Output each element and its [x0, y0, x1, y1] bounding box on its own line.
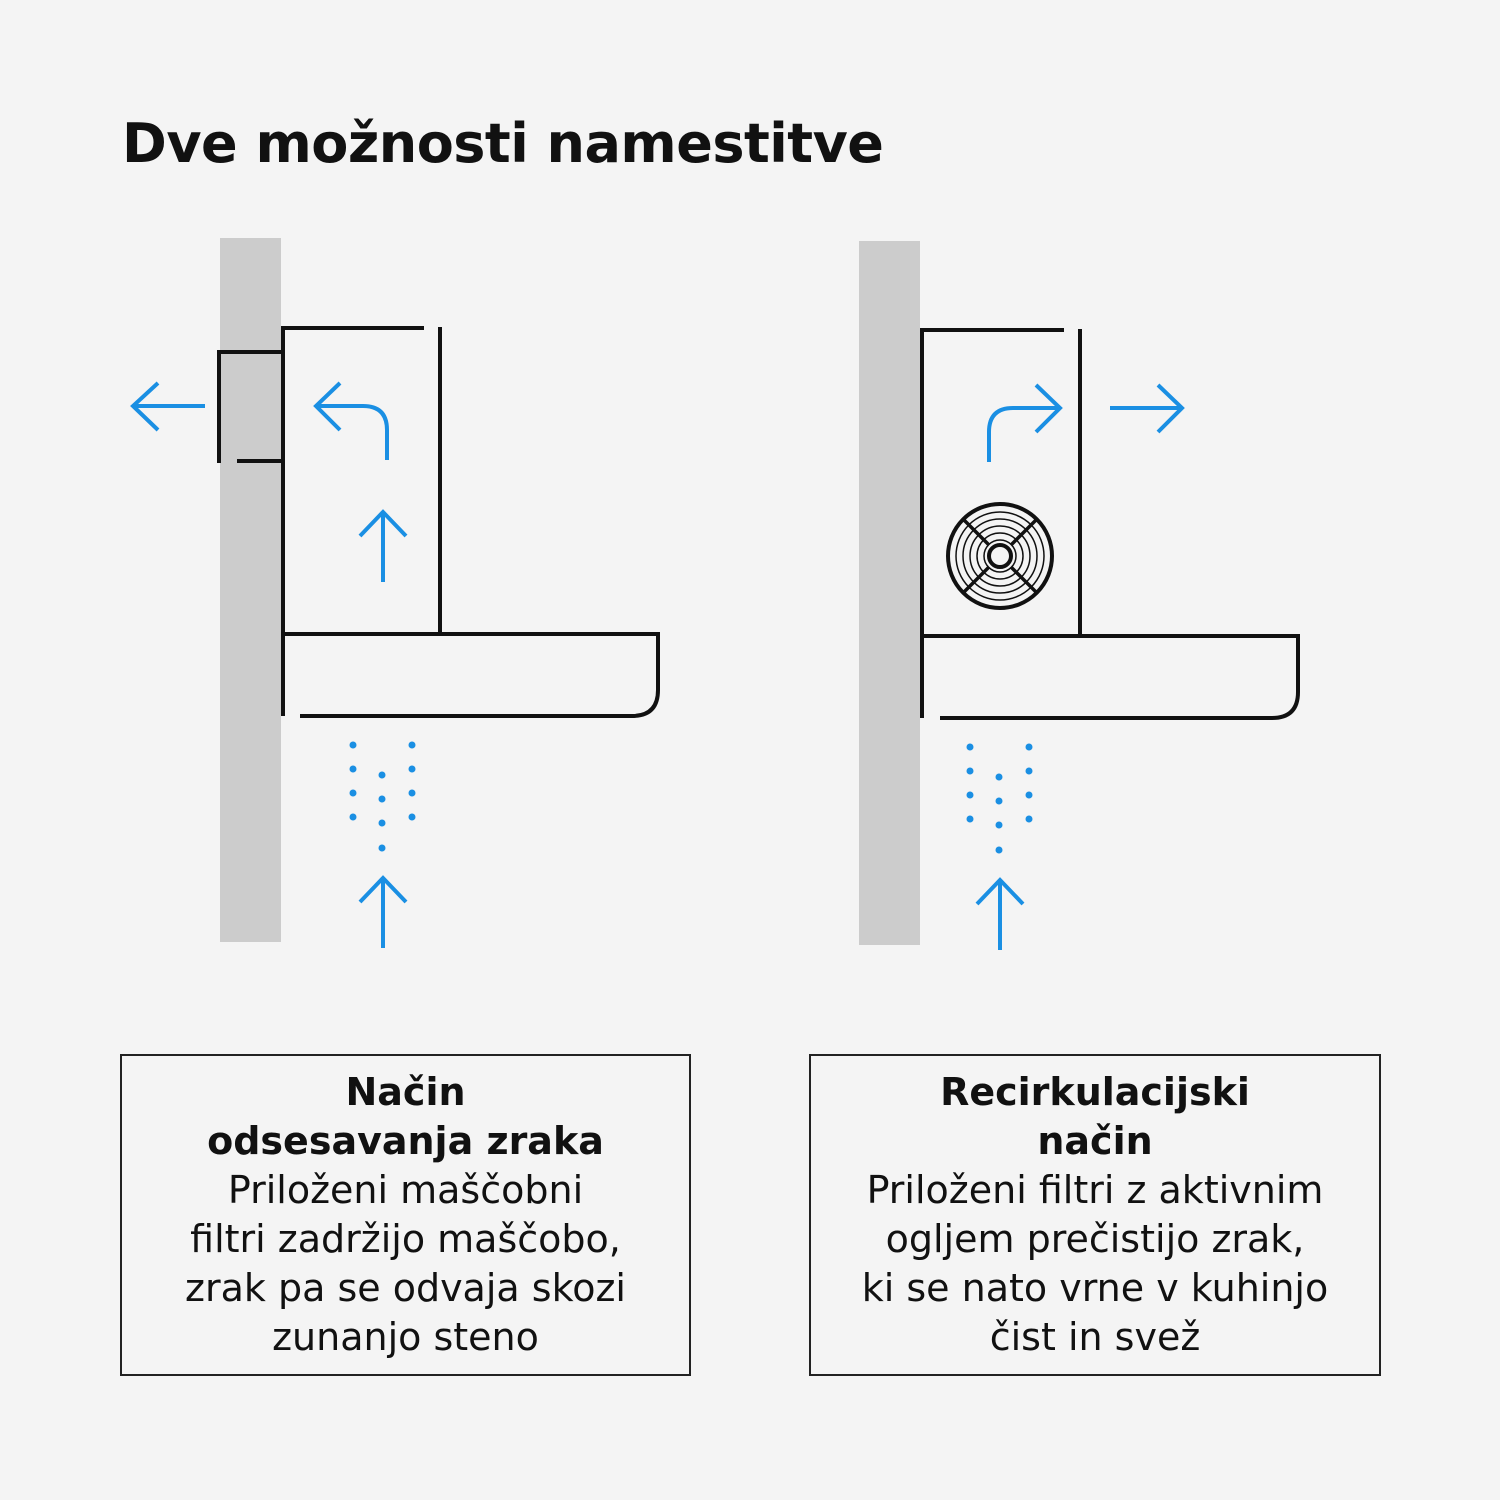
arrow-up-icon: [358, 875, 408, 948]
option-heading: Recirkulacijski: [940, 1070, 1250, 1114]
installation-diagram: [130, 238, 1300, 950]
wall-left: [220, 238, 281, 942]
option-heading: Način: [345, 1070, 466, 1114]
option-description: filtri zadržijo maščobo,: [190, 1217, 621, 1261]
option-description: čist in svež: [989, 1315, 1201, 1359]
option-description: ogljem prečistijo zrak,: [885, 1217, 1305, 1261]
airflow-dots-left: [349, 741, 416, 852]
recirculation-hood-diagram: [859, 241, 1300, 950]
arrow-up-icon: [975, 877, 1025, 950]
option-heading: način: [1037, 1119, 1153, 1163]
arrow-turn-right-icon: [987, 383, 1063, 462]
arrow-left-icon: [130, 381, 205, 432]
chimney-right: [920, 328, 1064, 718]
option-description: Priloženi filtri z aktivnim: [866, 1168, 1324, 1212]
option-ducted-box: Način odsesavanja zraka Priloženi maščob…: [120, 1054, 691, 1376]
hood-right: [922, 634, 1300, 720]
wall-right: [859, 241, 920, 945]
chimney-left: [281, 326, 424, 716]
fan-icon: [946, 502, 1054, 610]
ducted-hood-diagram: [130, 238, 660, 948]
airflow-dots-right: [966, 743, 1033, 854]
wall-duct: [217, 350, 282, 463]
option-description: Priloženi maščobni: [227, 1168, 584, 1212]
arrow-up-icon: [358, 509, 408, 582]
page-title: Dve možnosti namestitve: [122, 112, 884, 175]
option-description: zrak pa se odvaja skozi: [185, 1266, 626, 1310]
option-heading: odsesavanja zraka: [207, 1119, 604, 1163]
arrow-turn-left-icon: [313, 381, 389, 460]
option-recirculation-box: Recirkulacijski način Priloženi filtri z…: [809, 1054, 1381, 1376]
arrow-right-icon: [1110, 383, 1185, 434]
option-description: zunanjo steno: [272, 1315, 539, 1359]
option-description: ki se nato vrne v kuhinjo: [861, 1266, 1329, 1310]
hood-left: [283, 632, 660, 718]
